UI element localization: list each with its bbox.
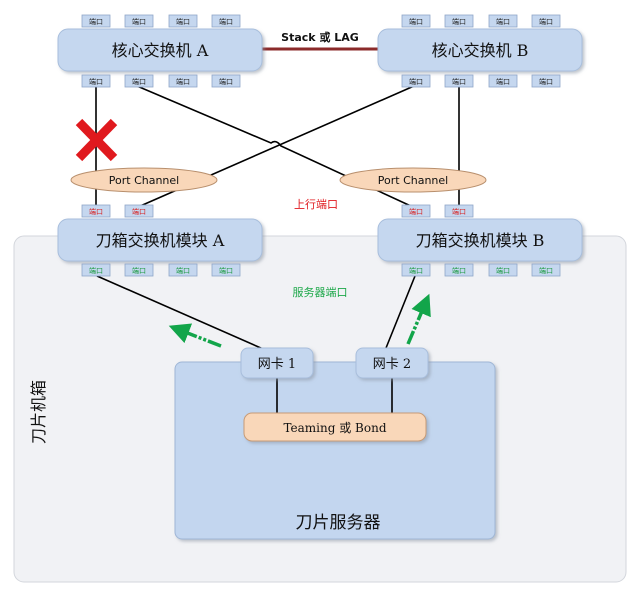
port-label: 端口 — [176, 266, 190, 275]
port-label: 端口 — [496, 17, 510, 26]
port-blade-a-server-3 — [168, 263, 198, 277]
port-core-b-bottom-2 — [444, 74, 474, 88]
core-switch-a-label: 核心交换机 A — [112, 41, 209, 60]
port-label: 端口 — [452, 207, 466, 216]
port-label: 端口 — [219, 77, 233, 86]
nic-1 — [240, 347, 314, 379]
port-label: 端口 — [89, 17, 103, 26]
stack-link-label: Stack 或 LAG — [281, 30, 359, 44]
port-blade-b-server-4 — [531, 263, 561, 277]
traffic-arrow-left-icon — [168, 323, 222, 348]
port-label: 端口 — [539, 77, 553, 86]
port-core-a-bottom-4 — [211, 74, 241, 88]
port-core-a-bottom-1 — [81, 74, 111, 88]
port-label: 端口 — [409, 266, 423, 275]
blade-switch-a-label: 刀箱交换机模块 A — [96, 231, 225, 250]
port-core-a-top-4 — [211, 14, 241, 28]
port-core-a-top-1 — [81, 14, 111, 28]
port-core-a-bottom-3 — [168, 74, 198, 88]
port-label: 端口 — [89, 266, 103, 275]
port-label: 端口 — [176, 77, 190, 86]
core-switch-b — [377, 28, 583, 72]
port-label: 端口 — [409, 77, 423, 86]
port-channel-right — [339, 167, 487, 193]
port-blade-a-server-4 — [211, 263, 241, 277]
link-blade-a-to-nic-1 — [96, 275, 271, 353]
port-core-b-top-1 — [401, 14, 431, 28]
port-label: 端口 — [132, 207, 146, 216]
port-label: 端口 — [219, 17, 233, 26]
uplink-ports-label: 上行端口 — [294, 198, 338, 211]
port-label: 端口 — [409, 17, 423, 26]
port-label: 端口 — [539, 266, 553, 275]
port-blade-a-uplink-1 — [81, 204, 111, 218]
nic-1-label: 网卡 1 — [258, 357, 296, 372]
port-label: 端口 — [132, 77, 146, 86]
port-groups: 端口端口端口端口端口端口端口端口端口端口端口端口端口端口端口端口端口端口端口端口… — [81, 14, 561, 277]
blade-switch-b — [377, 218, 583, 262]
port-label: 端口 — [89, 207, 103, 216]
traffic-arrows — [168, 293, 431, 348]
port-core-a-bottom-2 — [124, 74, 154, 88]
port-core-b-bottom-1 — [401, 74, 431, 88]
teaming-bond-label: Teaming 或 Bond — [283, 421, 386, 435]
port-core-b-bottom-3 — [488, 74, 518, 88]
port-channel-right-label: Port Channel — [378, 174, 448, 187]
failed-link-x-icon — [75, 118, 118, 162]
port-label: 端口 — [132, 266, 146, 275]
port-core-b-top-4 — [531, 14, 561, 28]
port-label: 端口 — [89, 77, 103, 86]
blade-server — [174, 361, 496, 540]
port-core-b-top-3 — [488, 14, 518, 28]
port-core-a-top-3 — [168, 14, 198, 28]
port-label: 端口 — [176, 17, 190, 26]
port-core-a-top-2 — [124, 14, 154, 28]
nic-2 — [355, 347, 429, 379]
port-label: 端口 — [496, 77, 510, 86]
port-label: 端口 — [452, 17, 466, 26]
port-label: 端口 — [132, 17, 146, 26]
nic-2-label: 网卡 2 — [373, 357, 411, 372]
port-blade-b-server-1 — [401, 263, 431, 277]
port-core-b-top-2 — [444, 14, 474, 28]
core-switch-a — [57, 28, 263, 72]
port-label: 端口 — [539, 17, 553, 26]
port-blade-b-server-3 — [488, 263, 518, 277]
core-switch-b-label: 核心交换机 B — [432, 41, 529, 60]
blade-server-label: 刀片服务器 — [296, 513, 381, 533]
server-ports-label: 服务器端口 — [293, 286, 348, 299]
port-label: 端口 — [409, 207, 423, 216]
port-blade-b-server-2 — [444, 263, 474, 277]
traffic-arrow-right-icon — [406, 293, 431, 345]
port-blade-a-server-1 — [81, 263, 111, 277]
port-blade-a-uplink-2 — [124, 204, 154, 218]
blade-chassis-label: 刀片机箱 — [29, 380, 48, 444]
link-blade-b-to-nic-2 — [385, 275, 416, 349]
port-blade-b-uplink-1 — [401, 204, 431, 218]
port-label: 端口 — [452, 77, 466, 86]
port-channel-left-label: Port Channel — [109, 174, 179, 187]
port-blade-b-uplink-2 — [444, 204, 474, 218]
port-core-b-bottom-4 — [531, 74, 561, 88]
port-channel-left — [70, 167, 218, 193]
port-blade-a-server-2 — [124, 263, 154, 277]
teaming-bond — [243, 412, 427, 442]
port-label: 端口 — [219, 266, 233, 275]
port-label: 端口 — [496, 266, 510, 275]
link-core-a-to-blade-b — [136, 85, 414, 208]
blade-switch-a — [57, 218, 263, 262]
port-label: 端口 — [452, 266, 466, 275]
blade-switch-b-label: 刀箱交换机模块 B — [416, 231, 545, 250]
